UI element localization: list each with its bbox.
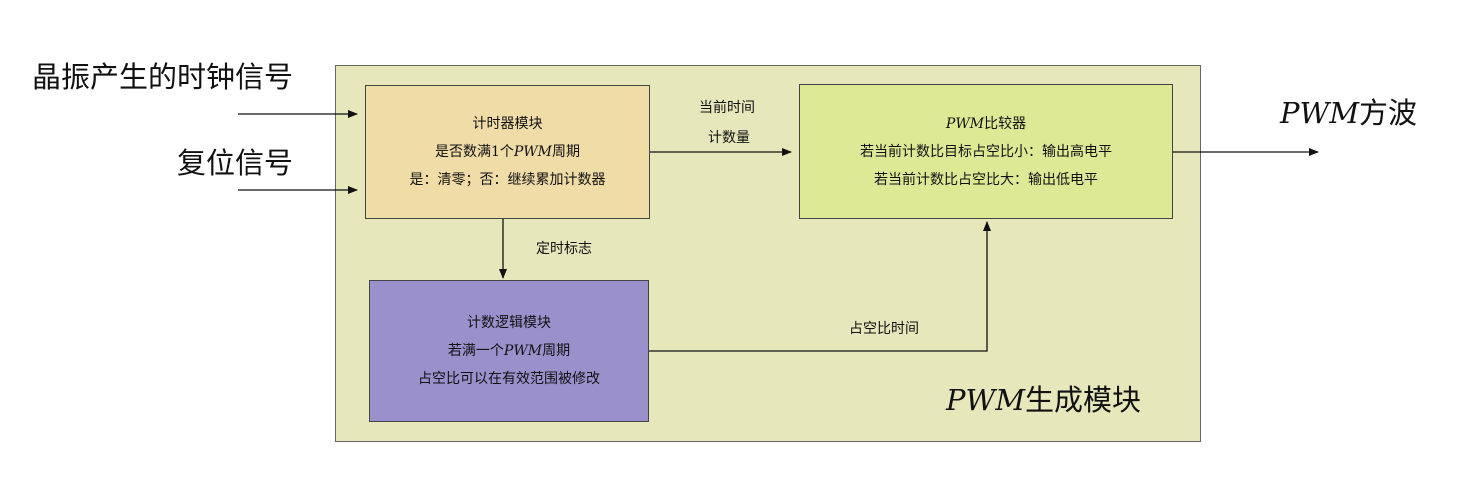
logic-line2-pwm: PWM [503,343,543,359]
duty-time-label: 占空比时间 [849,321,919,337]
logic-line2-post: 周期 [542,343,571,359]
pwm-wave-label: PWM方波 [1280,95,1417,131]
pwm-comparator-box: PWM比较器 若当前计数比目标占空比小：输出高电平 若当前计数比占空比大：输出低… [799,84,1173,219]
timer-line2: 是否数满1个PWM周期 [435,138,580,166]
count-logic-box: 计数逻辑模块 若满一个PWM周期 占空比可以在有效范围被修改 [369,280,649,422]
comparator-title: PWM比较器 [946,110,1026,138]
module-title: PWM生成模块 [946,382,1141,418]
pwm-wave-label-pwm: PWM [1280,96,1360,130]
comparator-title-text: 比较器 [984,115,1027,132]
timer-title: 计时器模块 [472,116,543,132]
timer-line3: 是：清零；否：继续累加计数器 [409,172,606,188]
logic-title: 计数逻辑模块 [467,315,551,331]
timer-line2-pre: 是否数满1个 [434,144,514,160]
logic-line2-pre: 若满一个 [447,343,504,359]
count-amount-label: 计数量 [708,130,750,146]
comparator-line2: 若当前计数比目标占空比小：输出高电平 [860,143,1112,160]
logic-line3: 占空比可以在有效范围被修改 [418,371,600,387]
module-title-text: 生成模块 [1025,383,1142,417]
reset-signal-label: 复位信号 [177,146,294,180]
timer-line2-post: 周期 [552,144,581,160]
current-time-label: 当前时间 [699,100,755,116]
duty-time-arrow [649,221,991,352]
timer-module-box: 计时器模块 是否数满1个PWM周期 是：清零；否：继续累加计数器 [365,85,650,219]
timing-flag-label: 定时标志 [536,241,592,257]
module-title-pwm: PWM [946,383,1026,417]
comparator-title-pwm: PWM [945,115,985,132]
logic-line2: 若满一个PWM周期 [448,337,570,365]
clock-signal-label: 晶振产生的时钟信号 [32,60,294,94]
comparator-line3: 若当前计数比占空比大：输出低电平 [874,171,1098,188]
timer-line2-pwm: PWM [513,144,553,160]
pwm-wave-label-text: 方波 [1359,96,1418,130]
